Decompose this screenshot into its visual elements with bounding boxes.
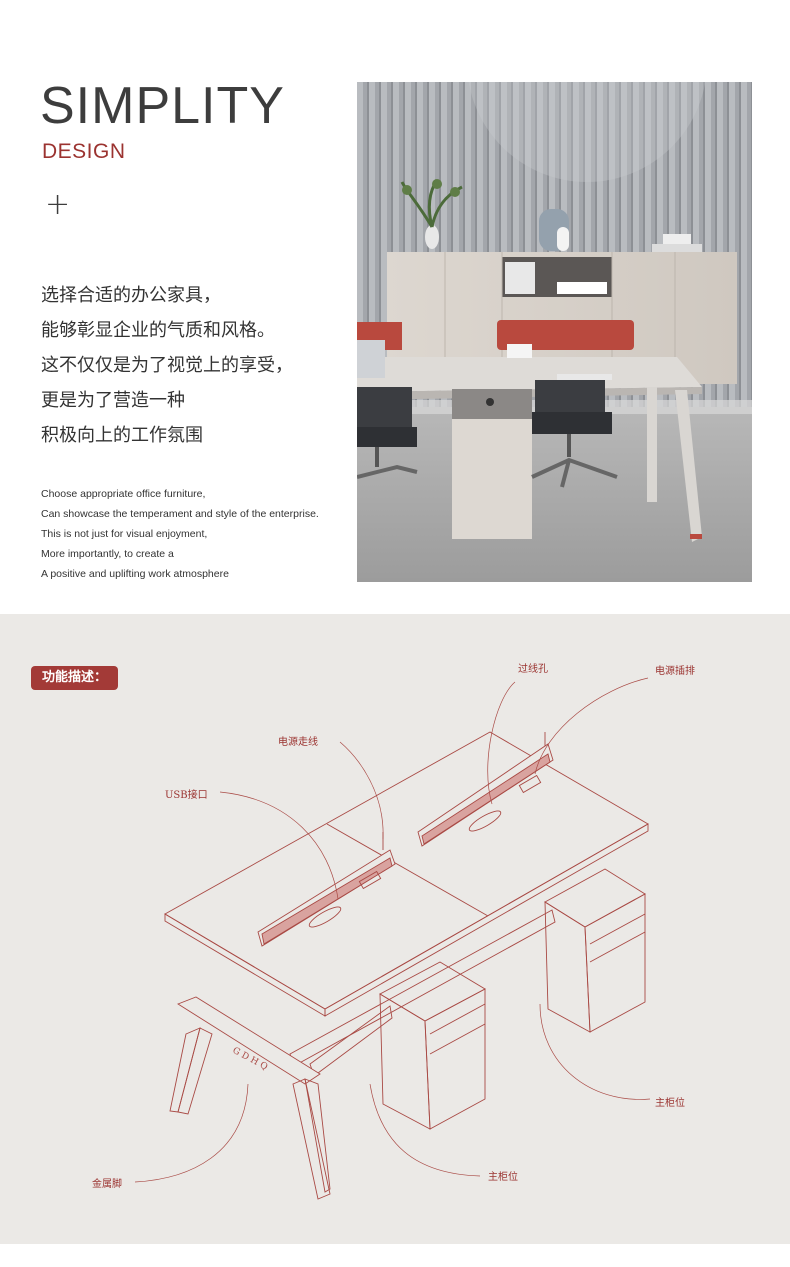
cn-line: 更是为了营造一种: [41, 390, 185, 411]
label-power-strip: 电源插排: [655, 666, 695, 677]
section-tag: 功能描述：: [31, 666, 118, 690]
english-description: Choose appropriate office furniture, Can…: [41, 487, 319, 587]
en-line: A positive and uplifting work atmosphere: [41, 568, 229, 580]
label-main-cabinet-bottom: 主柜位: [488, 1172, 518, 1183]
en-line: More importantly, to create a: [41, 548, 174, 560]
plus-icon: +: [45, 187, 71, 222]
cn-line: 积极向上的工作氛围: [41, 425, 203, 446]
en-line: Can showcase the temperament and style o…: [41, 508, 319, 520]
cn-line: 这不仅仅是为了视觉上的享受，: [41, 355, 293, 376]
label-cable-hole: 过线孔: [518, 664, 548, 675]
page-title: SIMPLITY: [40, 77, 285, 135]
function-section: [0, 614, 790, 1244]
desk-top: [164, 731, 649, 1010]
page-subtitle: DESIGN: [42, 140, 126, 163]
label-power-wiring: 电源走线: [278, 737, 318, 748]
cn-line: 选择合适的办公家具，: [41, 285, 221, 306]
en-line: Choose appropriate office furniture,: [41, 488, 206, 500]
cn-line: 能够彰显企业的气质和风格。: [41, 320, 275, 341]
label-main-cabinet-right: 主柜位: [655, 1098, 685, 1109]
office-scene-illustration: [357, 82, 752, 582]
label-desk-leg: 金属脚: [92, 1179, 122, 1190]
bottom-margin: [0, 1244, 790, 1267]
office-photo: [357, 82, 752, 582]
label-usb-port: USB接口: [165, 790, 208, 801]
chinese-description: 选择合适的办公家具， 能够彰显企业的气质和风格。 这不仅仅是为了视觉上的享受， …: [41, 283, 293, 458]
workstation-line-drawing: G D H Q: [134, 677, 651, 1200]
en-line: This is not just for visual enjoyment,: [41, 528, 208, 540]
